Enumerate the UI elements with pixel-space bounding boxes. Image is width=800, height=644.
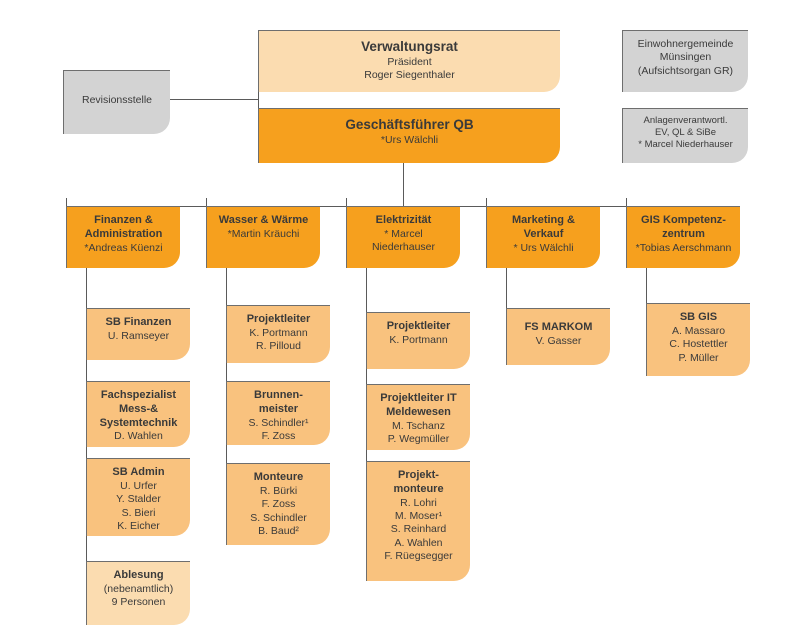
dept-marketing-title: Marketing & Verkauf: [512, 214, 575, 240]
box-anlagenverantwortlicher: Anlagenverantwortl. EV, QL & SiBe * Marc…: [622, 108, 748, 163]
dept-elektrizitaet-name: * Marcel Niederhauser: [371, 227, 436, 254]
dept-gis-name: *Tobias Aerschmann: [635, 241, 732, 254]
box-projektleiter-wasser: Projektleiter K. Portmann R. Pilloud: [226, 305, 330, 363]
sb-admin-title: SB Admin: [112, 466, 165, 478]
brunnenmeister-names: S. Schindler¹ F. Zoss: [248, 416, 309, 442]
box-monteure: Monteure R. Bürki F. Zoss S. Schindler B…: [226, 463, 330, 545]
projektleiter-elektrizitaet-title: Projektleiter: [386, 320, 451, 332]
fachspezialist-title: Fachspezialist Mess-& Systemtechnik: [99, 389, 178, 429]
projektleiter-it-names: M. Tschanz P. Wegmüller: [387, 419, 450, 445]
tick-dept-finanzen: [66, 198, 67, 206]
tick-dept-gis: [626, 198, 627, 206]
sb-finanzen-names: U. Ramseyer: [107, 329, 170, 342]
box-dept-marketing: Marketing & Verkauf * Urs Wälchli: [486, 206, 600, 268]
projektleiter-wasser-title: Projektleiter: [246, 313, 311, 325]
geschaeftsfuehrer-name: *Urs Wälchli: [380, 133, 439, 146]
box-revisionsstelle: Revisionsstelle: [63, 70, 170, 134]
ablesung-title: Ablesung: [113, 569, 164, 581]
box-projektleiter-it: Projektleiter IT Meldewesen M. Tschanz P…: [366, 384, 470, 450]
verwaltungsrat-names: Präsident Roger Siegenthaler: [364, 55, 455, 81]
box-fachspezialist: Fachspezialist Mess-& Systemtechnik D. W…: [86, 381, 190, 447]
tick-dept-elektrizitaet: [346, 198, 347, 206]
verwaltungsrat-title: Verwaltungsrat: [361, 39, 458, 54]
box-sb-gis: SB GIS A. Massaro C. Hostettler P. Mülle…: [646, 303, 750, 376]
sb-finanzen-title: SB Finanzen: [105, 316, 172, 328]
dept-elektrizitaet-title: Elektrizität: [375, 214, 432, 226]
dept-marketing-name: * Urs Wälchli: [513, 241, 574, 254]
tick-dept-wasser: [206, 198, 207, 206]
dept-gis-title: GIS Kompetenz- zentrum: [641, 214, 726, 240]
box-sb-finanzen: SB Finanzen U. Ramseyer: [86, 308, 190, 360]
geschaeftsfuehrer-title: Geschäftsführer QB: [345, 117, 474, 132]
sb-admin-names: U. Urfer Y. Stalder S. Bieri K. Eicher: [116, 479, 161, 533]
tick-dept-marketing: [486, 198, 487, 206]
connector-column-marketing: [506, 268, 507, 308]
sb-gis-names: A. Massaro C. Hostettler P. Müller: [669, 324, 728, 364]
monteure-title: Monteure: [253, 471, 304, 483]
sb-gis-title: SB GIS: [679, 311, 718, 323]
fs-markom-names: V. Gasser: [535, 334, 582, 347]
box-verwaltungsrat: Verwaltungsrat Präsident Roger Siegentha…: [258, 30, 560, 92]
projektmonteure-title: Projekt- monteure: [393, 469, 444, 495]
monteure-names: R. Bürki F. Zoss S. Schindler B. Baud²: [250, 484, 307, 538]
ablesung-text: (nebenamtlich) 9 Personen: [103, 582, 174, 609]
connector-column-gis: [646, 268, 647, 303]
fs-markom-title: FS MARKOM: [524, 321, 593, 333]
dept-finanzen-name: *Andreas Küenzi: [84, 241, 163, 254]
dept-wasser-name: *Martin Kräuchi: [227, 227, 300, 240]
einwohnergemeinde-text: Einwohnergemeinde Münsingen (Aufsichtsor…: [637, 38, 734, 77]
projektmonteure-names: R. Lohri M. Moser¹ S. Reinhard A. Wahlen…: [384, 496, 453, 563]
box-sb-admin: SB Admin U. Urfer Y. Stalder S. Bieri K.…: [86, 458, 190, 536]
connector-column-wasser: [226, 268, 227, 463]
box-brunnenmeister: Brunnen- meister S. Schindler¹ F. Zoss: [226, 381, 330, 445]
projektleiter-wasser-names: K. Portmann R. Pilloud: [249, 326, 308, 353]
box-projektmonteure: Projekt- monteure R. Lohri M. Moser¹ S. …: [366, 461, 470, 581]
box-ablesung: Ablesung (nebenamtlich) 9 Personen: [86, 561, 190, 625]
dept-finanzen-title: Finanzen & Administration: [84, 214, 163, 240]
box-dept-elektrizitaet: Elektrizität * Marcel Niederhauser: [346, 206, 460, 268]
connector-revisionsstelle: [170, 99, 258, 100]
projektleiter-it-title: Projektleiter IT Meldewesen: [380, 392, 457, 418]
connector-verwaltungsrat-geschaeftsfuehrer: [258, 92, 259, 108]
dept-wasser-title: Wasser & Wärme: [218, 214, 309, 226]
projektleiter-elektrizitaet-names: K. Portmann: [389, 333, 448, 346]
revisionsstelle-text: Revisionsstelle: [81, 93, 153, 106]
box-dept-finanzen: Finanzen & Administration *Andreas Küenz…: [66, 206, 180, 268]
box-geschaeftsfuehrer: Geschäftsführer QB *Urs Wälchli: [258, 108, 560, 163]
box-fs-markom: FS MARKOM V. Gasser: [506, 308, 610, 365]
brunnenmeister-title: Brunnen- meister: [254, 389, 303, 415]
box-dept-wasser: Wasser & Wärme *Martin Kräuchi: [206, 206, 320, 268]
connector-geschaeftsfuehrer-departments: [403, 163, 404, 206]
anlagenverantwortlicher-text: Anlagenverantwortl. EV, QL & SiBe * Marc…: [638, 115, 733, 151]
fachspezialist-names: D. Wahlen: [114, 430, 163, 443]
box-dept-gis: GIS Kompetenz- zentrum *Tobias Aerschman…: [626, 206, 740, 268]
box-einwohnergemeinde: Einwohnergemeinde Münsingen (Aufsichtsor…: [622, 30, 748, 92]
box-projektleiter-elektrizitaet: Projektleiter K. Portmann: [366, 312, 470, 369]
